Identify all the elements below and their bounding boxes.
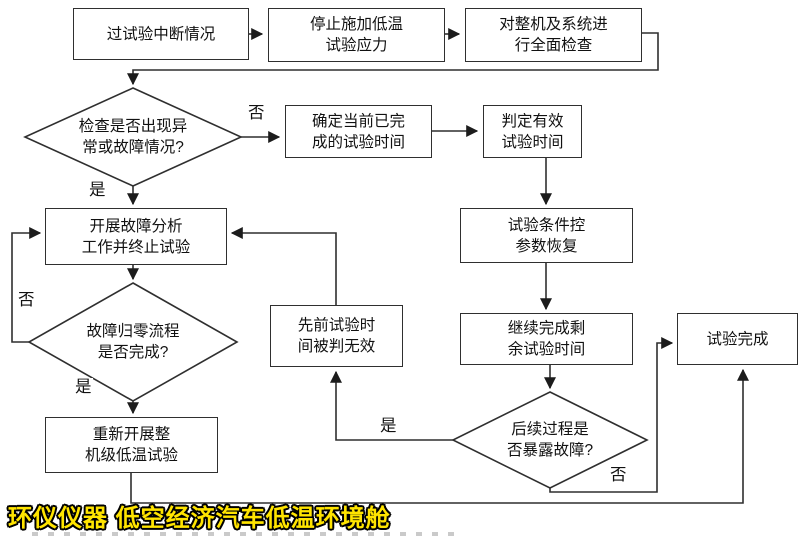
node-text: 重新开展整 [92, 426, 171, 443]
connector-expose-no-to-complete [549, 337, 674, 493]
node-text: 成的试验时间 [311, 133, 405, 151]
connector-invalid-to-analysis [230, 227, 337, 305]
node-text: 常或故障情况? [82, 139, 184, 156]
branch-label-yes: 是 [379, 417, 398, 435]
node-text: 继续完成剩 [507, 320, 586, 337]
node-text: 检查是否出现异 [78, 118, 188, 135]
node-text: 确定当前已完 [311, 112, 405, 130]
node-text: 试验时间 [501, 133, 564, 151]
node-text: 工作并终止试验 [81, 238, 191, 256]
node-text: 先前试验时 [297, 317, 376, 334]
branch-label-no: 否 [609, 466, 628, 484]
cropped-caption-sliver [32, 532, 462, 536]
node-continue-remaining: 继续完成剩 余试验时间 [460, 313, 633, 365]
node-text: 停止施加低温 [309, 16, 403, 33]
node-test-complete: 试验完成 [677, 313, 798, 365]
node-text: 是否完成? [97, 344, 169, 361]
decision-zero-process-shape [27, 282, 239, 402]
node-full-check: 对整机及系统进 行全面检查 [465, 8, 642, 62]
node-confirm-time: 确定当前已完 成的试验时间 [285, 105, 432, 158]
node-text: 后续过程是 [511, 421, 589, 438]
connector-zero-no-to-analysis [11, 227, 42, 343]
node-text: 开展故障分析 [89, 217, 183, 235]
branch-label-no: 否 [17, 291, 36, 309]
node-text: 行全面检查 [514, 37, 593, 54]
connector-expose-yes-to-invalid [330, 370, 453, 441]
node-zero-process: 故障归零流程 是否完成? [53, 317, 213, 367]
node-text: 间被判无效 [297, 338, 376, 355]
node-text: 机级低温试验 [84, 447, 178, 464]
branch-label-yes: 是 [74, 378, 93, 396]
node-text: 对整机及系统进 [499, 16, 608, 33]
node-text: 试验应力 [325, 37, 388, 54]
node-fault-analysis: 开展故障分析 工作并终止试验 [45, 208, 227, 265]
decision-check-abnormal-shape [23, 87, 243, 187]
node-check-abnormal: 检查是否出现异 常或故障情况? [53, 112, 213, 162]
node-text: 过试验中断情况 [106, 25, 216, 43]
node-invalid-time: 先前试验时 间被判无效 [270, 305, 403, 367]
node-restore-params: 试验条件控 参数恢复 [460, 208, 633, 263]
decision-expose-fault-shape [451, 391, 649, 489]
branch-label-no: 否 [247, 104, 266, 122]
node-expose-fault: 后续过程是 否暴露故障? [470, 415, 630, 465]
node-stop-stress: 停止施加低温 试验应力 [268, 8, 445, 62]
node-judge-valid: 判定有效 试验时间 [483, 105, 582, 158]
connector-fullcheck-to-check-diamond [127, 32, 659, 86]
node-text: 参数恢复 [515, 237, 578, 255]
node-text: 故障归零流程 [86, 323, 180, 340]
node-text: 否暴露故障? [506, 442, 594, 459]
node-redo-test: 重新开展整 机级低温试验 [45, 417, 218, 473]
node-text: 试验条件控 [507, 216, 586, 234]
node-text: 判定有效 [501, 112, 564, 130]
node-interrupt: 过试验中断情况 [73, 8, 249, 60]
branch-label-yes: 是 [88, 181, 107, 199]
node-text: 余试验时间 [507, 341, 586, 358]
connector-redo-to-complete [130, 368, 749, 504]
watermark-banner: 环仪仪器 低空经济汽车低温环境舱 [8, 505, 391, 532]
node-text: 试验完成 [706, 330, 769, 348]
